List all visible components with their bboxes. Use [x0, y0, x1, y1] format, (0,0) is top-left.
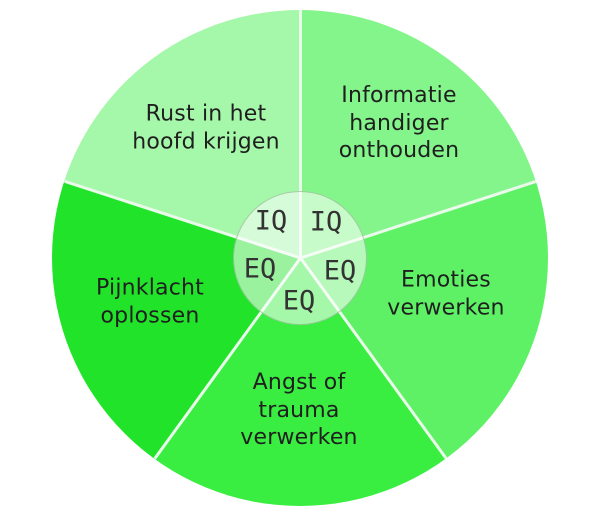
slice-label-informatie: Informatie handiger onthouden: [338, 82, 460, 163]
slice-divider: [298, 10, 302, 258]
slice-label-rust: Rust in het hoofd krijgen: [132, 101, 280, 155]
slice-label-angst: Angst of trauma verwerken: [240, 369, 358, 450]
center-circle: [233, 191, 367, 325]
slice-label-pijnklacht: Pijnklacht oplossen: [96, 275, 204, 329]
inner-label-eq-emoties: EQ: [323, 255, 357, 287]
slice-label-emoties: Emoties verwerken: [387, 267, 505, 321]
inner-label-eq-pijnklacht: EQ: [243, 253, 277, 285]
inner-label-iq-rust: IQ: [254, 205, 288, 237]
inner-label-eq-angst: EQ: [282, 285, 316, 317]
inner-label-iq-informatie: IQ: [309, 206, 343, 238]
